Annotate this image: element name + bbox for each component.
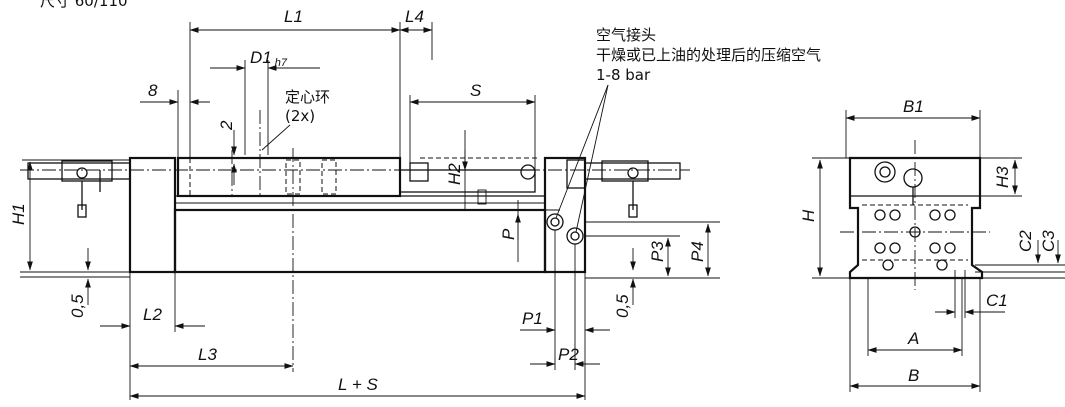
dim-S: S (470, 81, 482, 100)
air-connector-desc: 干燥或已上油的处理后的压缩空气 (596, 46, 821, 64)
dim-C1: C1 (986, 291, 1008, 310)
dim-L4: L4 (405, 7, 424, 26)
dim-8: 8 (148, 81, 158, 100)
front-view (20, 110, 690, 372)
centering-ring-label: 定心环 (285, 88, 330, 106)
dim-L-plus-S: L + S (338, 375, 379, 394)
dim-P2: P2 (558, 345, 579, 364)
dim-0-5-right: 0,5 (613, 294, 632, 318)
side-labels: B1 H H3 C2 C3 C1 A B (799, 97, 1058, 385)
dim-D1-tolerance: h7 (275, 57, 288, 69)
side-dimensions (812, 110, 1065, 392)
dim-L1: L1 (284, 7, 303, 26)
dim-L3: L3 (198, 345, 217, 364)
dim-C2: C2 (1016, 230, 1035, 252)
dim-0-5-left: 0,5 (68, 294, 87, 318)
dim-A: A (907, 329, 919, 348)
dim-B: B (908, 366, 919, 385)
header-fragment: 尺寸 60/110 (40, 0, 128, 10)
dim-H3: H3 (993, 166, 1012, 188)
dim-2: 2 (217, 120, 236, 131)
dim-C3: C3 (1039, 230, 1058, 252)
dim-H2: H2 (445, 163, 464, 185)
dim-H1: H1 (9, 203, 28, 225)
side-view (840, 140, 990, 290)
dim-P1: P1 (522, 309, 543, 328)
dim-L2: L2 (143, 305, 162, 324)
centering-ring-qty: (2x) (285, 107, 315, 125)
air-connector-title: 空气接头 (596, 26, 656, 44)
front-dimensions (20, 22, 720, 400)
dim-P3: P3 (648, 241, 667, 262)
dim-B1: B1 (903, 97, 924, 116)
dim-P: P (499, 228, 518, 240)
air-pressure: 1-8 bar (596, 66, 651, 84)
dim-H: H (799, 209, 818, 222)
dim-D1-symbol: D1 (250, 48, 272, 67)
dim-P4: P4 (688, 241, 707, 262)
